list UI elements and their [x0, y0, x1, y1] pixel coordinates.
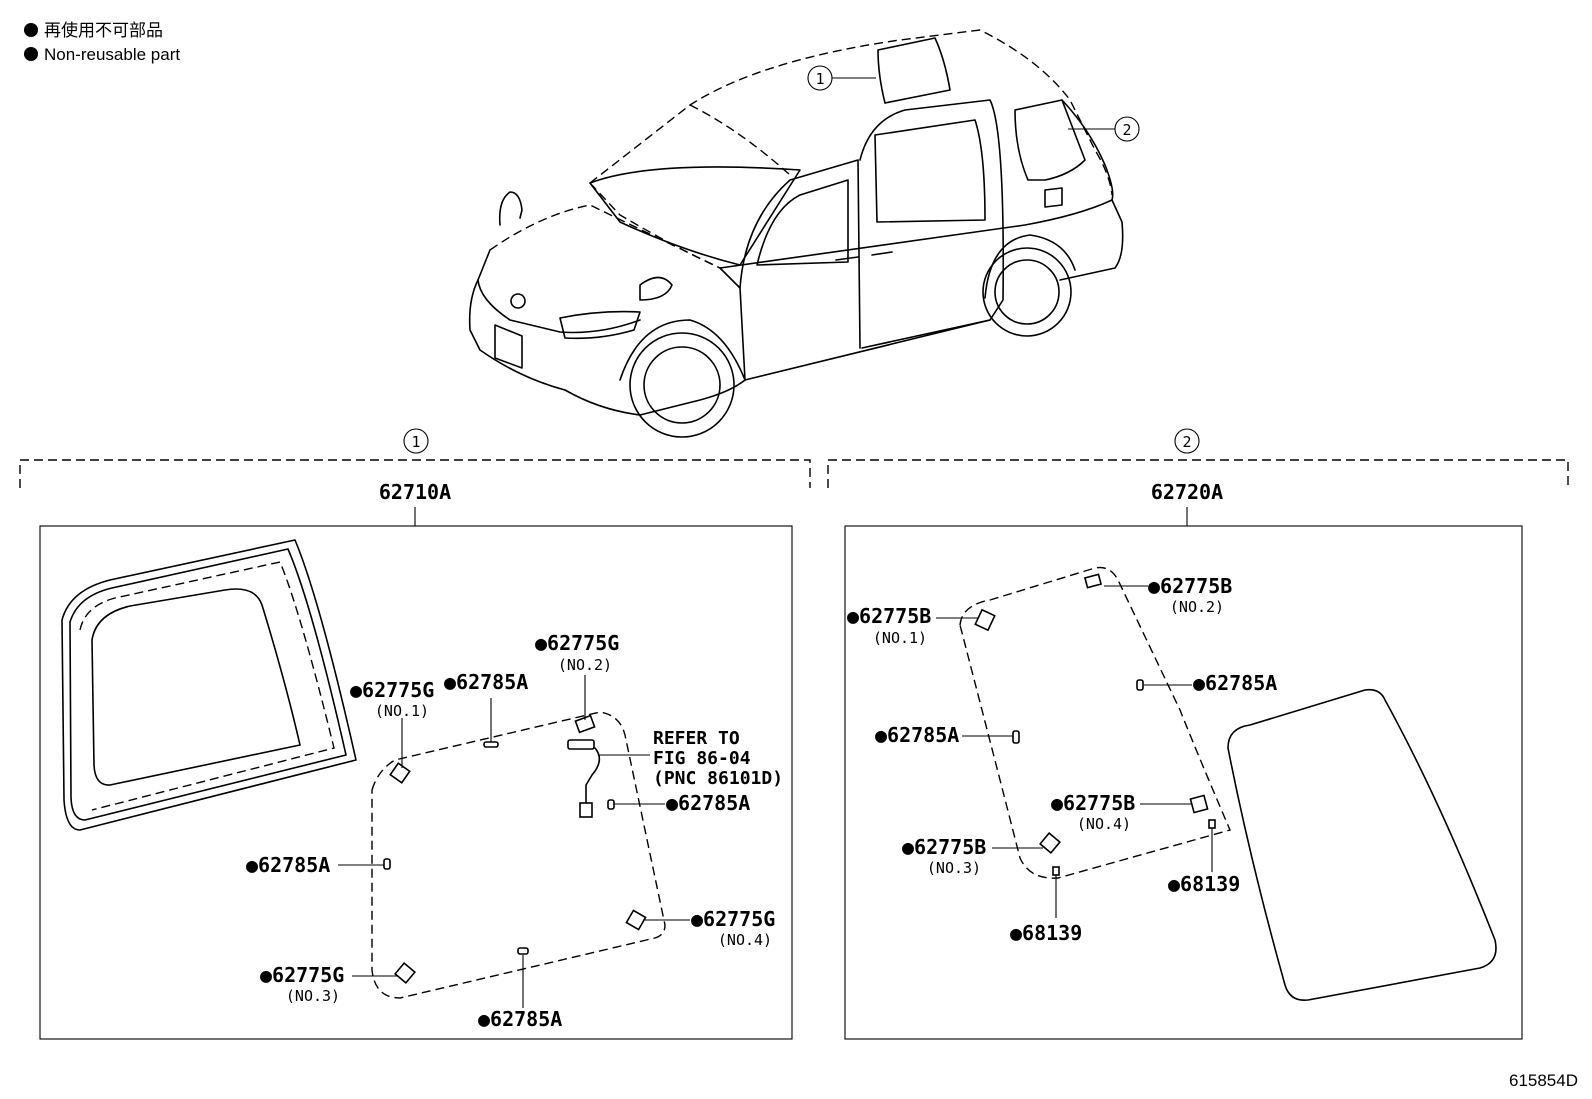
- label-68139-right: ●68139: [1168, 872, 1240, 896]
- dam-68139-right: [1208, 819, 1216, 829]
- vehicle-illustration: [468, 29, 1124, 438]
- label-62775g-no2: ●62775G: [535, 631, 619, 655]
- label-62775g-no4-sub: (NO.4): [718, 931, 772, 949]
- clip-62775g-no3: [394, 962, 416, 984]
- label-62785a-right-2: ●62785A: [1193, 671, 1277, 695]
- spacer-62785a-right: [607, 799, 615, 810]
- spacer-62785a-top: [483, 741, 499, 748]
- spacer-62785a-bottom: [517, 947, 529, 955]
- clip-62775b-no1: [974, 608, 996, 632]
- overview-callout-1: 1: [807, 65, 876, 91]
- label-62775b-no3: ●62775B: [902, 835, 986, 859]
- label-62775b-no1: ●62775B: [847, 604, 931, 628]
- clip-62775b-no2: [1083, 573, 1103, 589]
- label-62775b-no4: ●62775B: [1051, 791, 1135, 815]
- reference-line-3: (PNC 86101D): [653, 768, 783, 789]
- bullet-icon: [24, 23, 38, 37]
- spacer-62785a-left: [383, 858, 391, 870]
- label-62775g-no3: ●62775G: [260, 963, 344, 987]
- clip-62775g-no2: [574, 714, 596, 734]
- group-2: 2 62720A ●62775B (NO.2) ●62775B (NO.1) ●…: [827, 428, 1569, 1040]
- quarter-glass-loose: [1227, 688, 1497, 1002]
- label-62775b-no1-sub: (NO.1): [873, 629, 927, 647]
- reference-line-1: REFER TO: [653, 728, 740, 749]
- label-62775g-no1-sub: (NO.1): [375, 702, 429, 720]
- clip-62775b-no3: [1039, 832, 1061, 854]
- legend-japanese: 再使用不可部品: [24, 20, 163, 42]
- group-1-callout: 1: [411, 433, 420, 451]
- label-68139-bottom: ●68139: [1010, 921, 1082, 945]
- harness-connector: [567, 744, 601, 813]
- label-62785a-left: ●62785A: [246, 853, 330, 877]
- clip-62775g-no4: [625, 909, 647, 931]
- overview-callout-1-number: 1: [815, 70, 824, 88]
- glass-outline-2: [959, 566, 1231, 879]
- label-62785a-bottom: ●62785A: [478, 1007, 562, 1031]
- spacer-62785a-left-2: [1012, 730, 1020, 744]
- figure-code: 615854D: [1508, 1071, 1578, 1090]
- label-62785a-left-2: ●62785A: [875, 723, 959, 747]
- label-62775b-no3-sub: (NO.3): [927, 859, 981, 877]
- label-62775g-no3-sub: (NO.3): [286, 987, 340, 1005]
- clip-62775g-no1: [389, 762, 411, 784]
- group-1-part-number: 62710A: [379, 480, 451, 504]
- spacer-62785a-right-2: [1136, 679, 1144, 691]
- label-62785a-right: ●62785A: [666, 791, 750, 815]
- legend-japanese-text: 再使用不可部品: [44, 21, 163, 40]
- bullet-icon: [24, 47, 38, 61]
- label-62785a-top: ●62785A: [444, 670, 528, 694]
- label-62775b-no2: ●62775B: [1148, 574, 1232, 598]
- group-2-frame: [844, 525, 1523, 1040]
- legend-english: Non-reusable part: [24, 44, 180, 66]
- label-62775g-no4: ●62775G: [691, 907, 775, 931]
- quarter-glass-assembly: [61, 539, 357, 831]
- reference-line-2: FIG 86-04: [653, 748, 751, 769]
- label-62775g-no1: ●62775G: [350, 678, 434, 702]
- legend-english-text: Non-reusable part: [44, 45, 181, 64]
- group-2-callout: 2: [1182, 433, 1191, 451]
- group-2-part-number: 62720A: [1151, 480, 1223, 504]
- group-1-frame: [39, 525, 793, 1040]
- overview-callout-2: 2: [1068, 116, 1140, 142]
- glass-outline-1: [371, 711, 666, 999]
- label-62775g-no2-sub: (NO.2): [558, 656, 612, 674]
- label-62775b-no2-sub: (NO.2): [1170, 598, 1224, 616]
- overview-callout-2-number: 2: [1122, 121, 1131, 139]
- label-62775b-no4-sub: (NO.4): [1077, 815, 1131, 833]
- group-1: 1 62710A: [19, 428, 811, 1040]
- dam-68139-bottom: [1052, 866, 1060, 876]
- clip-62775b-no4: [1189, 794, 1209, 814]
